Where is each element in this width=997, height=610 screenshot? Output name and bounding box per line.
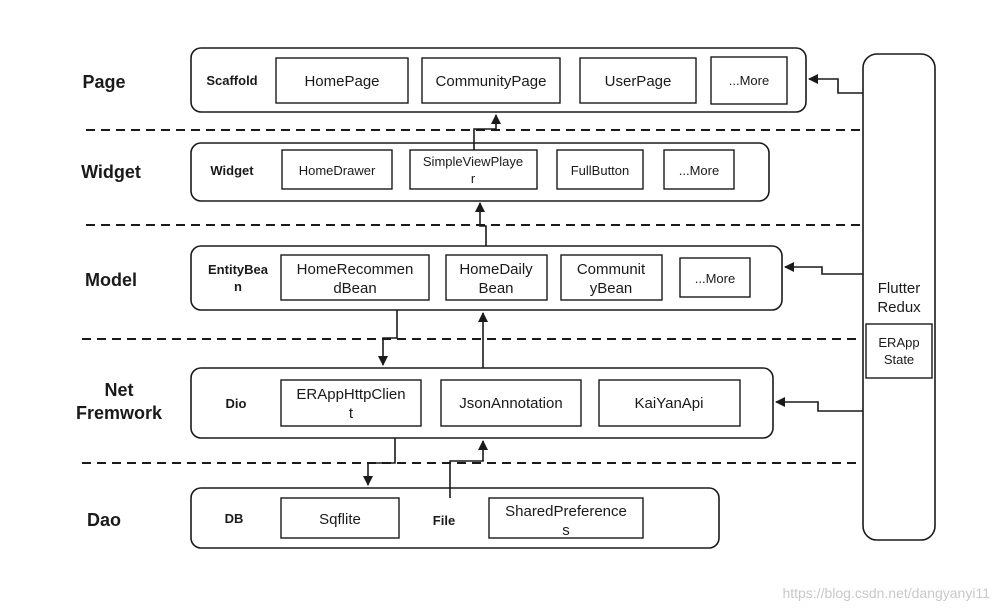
box-kaiyanapi <box>598 379 741 427</box>
label-erappstate-line2: State <box>884 352 914 367</box>
label-sharedpreferences-line1: SharedPreference <box>505 503 627 520</box>
box-model-more <box>679 257 751 298</box>
box-erappstate <box>865 323 933 379</box>
label-communitybean-line2: yBean <box>590 280 633 297</box>
label-homedailybean-line1: HomeDaily <box>459 261 533 278</box>
box-fullbutton <box>556 149 644 190</box>
arrow-model-to-widget <box>475 202 487 246</box>
layer-label-page: Page <box>82 72 125 92</box>
arrow-net-to-dao <box>363 438 396 486</box>
arrow-model-to-net <box>378 310 398 366</box>
box-homedailybean <box>445 254 548 301</box>
group-label-dio: Dio <box>226 396 247 411</box>
box-page-more <box>710 56 788 105</box>
layer-label-fremwork: Fremwork <box>76 403 163 423</box>
box-communitybean <box>560 254 663 301</box>
label-homerecommendbean-line2: dBean <box>333 280 376 297</box>
arrow-widget-to-page <box>473 114 501 150</box>
label-sqflite: Sqflite <box>319 511 361 528</box>
label-simpleviewplayer-line2: r <box>471 171 476 186</box>
box-homepage <box>275 57 409 104</box>
label-simpleviewplayer-line1: SimpleViewPlaye <box>423 154 523 169</box>
box-homerecommendbean <box>280 254 430 301</box>
group-label-widget: Widget <box>210 163 254 178</box>
box-jsonannotation <box>440 379 582 427</box>
label-erapphttpclient-line2: t <box>349 405 354 422</box>
arrow-dao-to-net <box>449 440 488 498</box>
box-sqflite <box>280 497 400 539</box>
label-homepage: HomePage <box>304 73 379 90</box>
watermark-url: https://blog.csdn.net/dangyanyi11 <box>782 585 990 601</box>
box-homedrawer <box>281 149 393 190</box>
layer-label-widget: Widget <box>81 162 141 182</box>
arrow-redux-to-net <box>775 397 863 412</box>
box-sharedpreferences <box>488 497 644 539</box>
group-label-entitybean-line1: EntityBea <box>208 262 269 277</box>
label-jsonannotation: JsonAnnotation <box>459 395 562 412</box>
box-userpage <box>579 57 697 104</box>
label-homedrawer: HomeDrawer <box>299 163 376 178</box>
box-widget-more <box>663 149 735 190</box>
label-homerecommendbean-line1: HomeRecommen <box>297 261 414 278</box>
redux-container <box>862 53 936 541</box>
label-communitypage: CommunityPage <box>436 73 547 90</box>
label-homedailybean-line2: Bean <box>478 280 513 297</box>
arrow-redux-to-model <box>784 262 863 275</box>
layer-label-model: Model <box>85 270 137 290</box>
label-model-more: ...More <box>695 271 735 286</box>
label-communitybean-line1: Communit <box>577 261 646 278</box>
arrow-redux-to-page <box>808 74 863 94</box>
group-label-scaffold: Scaffold <box>206 73 257 88</box>
layer-label-dao: Dao <box>87 510 121 530</box>
label-erapphttpclient-line1: ERAppHttpClien <box>296 386 405 403</box>
label-erappstate-line1: ERApp <box>878 335 919 350</box>
label-fullbutton: FullButton <box>571 163 630 178</box>
layer-label-net: Net <box>104 380 133 400</box>
label-redux-line1: Flutter <box>878 280 921 297</box>
group-label-entitybean-line2: n <box>234 279 242 294</box>
label-redux-line2: Redux <box>877 299 921 316</box>
box-erapphttpclient <box>280 379 422 427</box>
label-sharedpreferences-line2: s <box>562 522 570 539</box>
label-userpage: UserPage <box>605 73 672 90</box>
group-label-db: DB <box>225 511 244 526</box>
label-widget-more: ...More <box>679 163 719 178</box>
label-kaiyanapi: KaiYanApi <box>635 395 704 412</box>
label-page-more: ...More <box>729 73 769 88</box>
group-label-file: File <box>433 513 455 528</box>
box-communitypage <box>421 57 561 104</box>
